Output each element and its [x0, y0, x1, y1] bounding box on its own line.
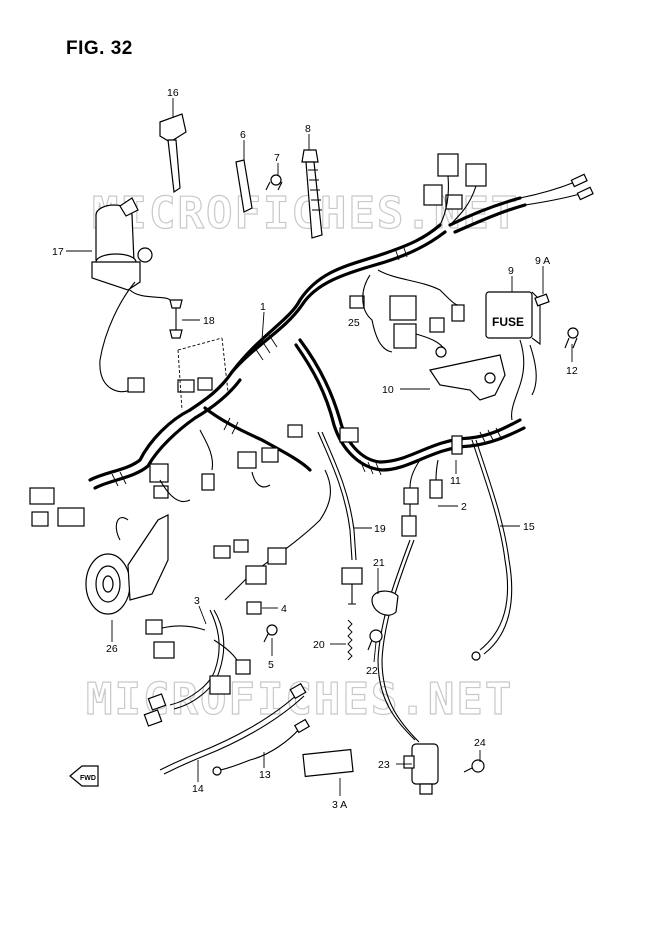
- callout-8: 8: [305, 123, 311, 135]
- callout-21: 21: [373, 557, 385, 569]
- sub-harness-3: [143, 469, 331, 727]
- callout-10: 10: [382, 384, 394, 396]
- cables-13-14: [159, 682, 354, 778]
- callout-24: 24: [474, 737, 486, 749]
- small-parts-mid: [347, 590, 399, 661]
- fwd-label: FWD: [80, 775, 96, 782]
- callout-11: 11: [450, 475, 461, 487]
- callout-16: 16: [167, 87, 179, 99]
- callout-7: 7: [274, 152, 280, 164]
- clamp-parts-top: [235, 149, 323, 239]
- callout-9a: 9 A: [535, 255, 550, 267]
- callout-12: 12: [566, 365, 578, 377]
- callout-26: 26: [106, 643, 118, 655]
- callout-19: 19: [374, 523, 386, 535]
- connectors-11-2: [401, 435, 463, 537]
- callout-17: 17: [52, 246, 64, 258]
- sidestand-switch: [377, 539, 485, 795]
- callout-1: 1: [260, 301, 266, 313]
- upper-connector-cluster: [423, 153, 594, 226]
- cable-19: [317, 431, 363, 605]
- callout-leaders: [66, 98, 573, 796]
- relay-cluster: [349, 269, 465, 353]
- callout-4: 4: [281, 603, 287, 615]
- fuse-box-assembly: FUSE: [429, 291, 579, 421]
- callout-9: 9: [508, 265, 514, 277]
- ignition-switch-assembly: [91, 113, 187, 393]
- callout-5: 5: [268, 659, 274, 671]
- callout-3: 3: [194, 595, 200, 607]
- callout-20: 20: [313, 639, 325, 651]
- fuse-box-label: FUSE: [492, 315, 524, 329]
- callout-23: 23: [378, 759, 390, 771]
- callout-3a: 3 A: [332, 799, 347, 811]
- clip-parts-4-5: [246, 601, 278, 643]
- figure-title: FIG. 32: [66, 38, 133, 59]
- callout-15: 15: [523, 521, 535, 533]
- callout-18: 18: [203, 315, 215, 327]
- horn: [85, 514, 169, 615]
- forward-direction-marker: FWD: [69, 765, 99, 787]
- callout-6: 6: [240, 129, 246, 141]
- cable-15: [471, 439, 513, 661]
- callout-13: 13: [259, 769, 271, 781]
- callout-labels: 16 6 7 8 17 18 1 25 9 9 A 12 10 11 2 19 …: [52, 87, 578, 811]
- main-wiring-harness: [29, 196, 527, 527]
- callout-25: 25: [348, 317, 360, 329]
- callout-22: 22: [366, 665, 378, 677]
- callout-14: 14: [192, 783, 204, 795]
- callout-2: 2: [461, 501, 467, 513]
